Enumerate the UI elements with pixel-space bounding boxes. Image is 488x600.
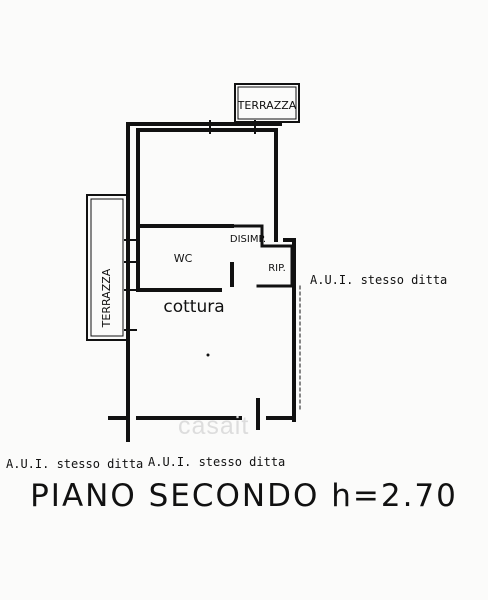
note-right: A.U.I. stesso ditta xyxy=(310,273,447,287)
terrace-left-outline xyxy=(86,194,128,341)
service-walls xyxy=(230,224,294,288)
rip-label: RIP. xyxy=(268,263,286,274)
plan-title: PIANO SECONDO h=2.70 xyxy=(30,478,458,514)
note-bottom-center: A.U.I. stesso ditta xyxy=(148,455,285,469)
terrace-top-label: TERRAZZA xyxy=(237,99,297,112)
cottura-label: cottura xyxy=(163,297,224,317)
note-bottom-left: A.U.I. stesso ditta xyxy=(6,457,143,471)
wc-label: WC xyxy=(174,252,193,265)
disimp-label: DISIMP. xyxy=(230,234,266,245)
watermark: casait xyxy=(178,412,250,440)
terrace-left-label: TERRAZZA xyxy=(100,268,113,328)
center-dot xyxy=(206,353,210,357)
wc-walls xyxy=(136,224,234,292)
